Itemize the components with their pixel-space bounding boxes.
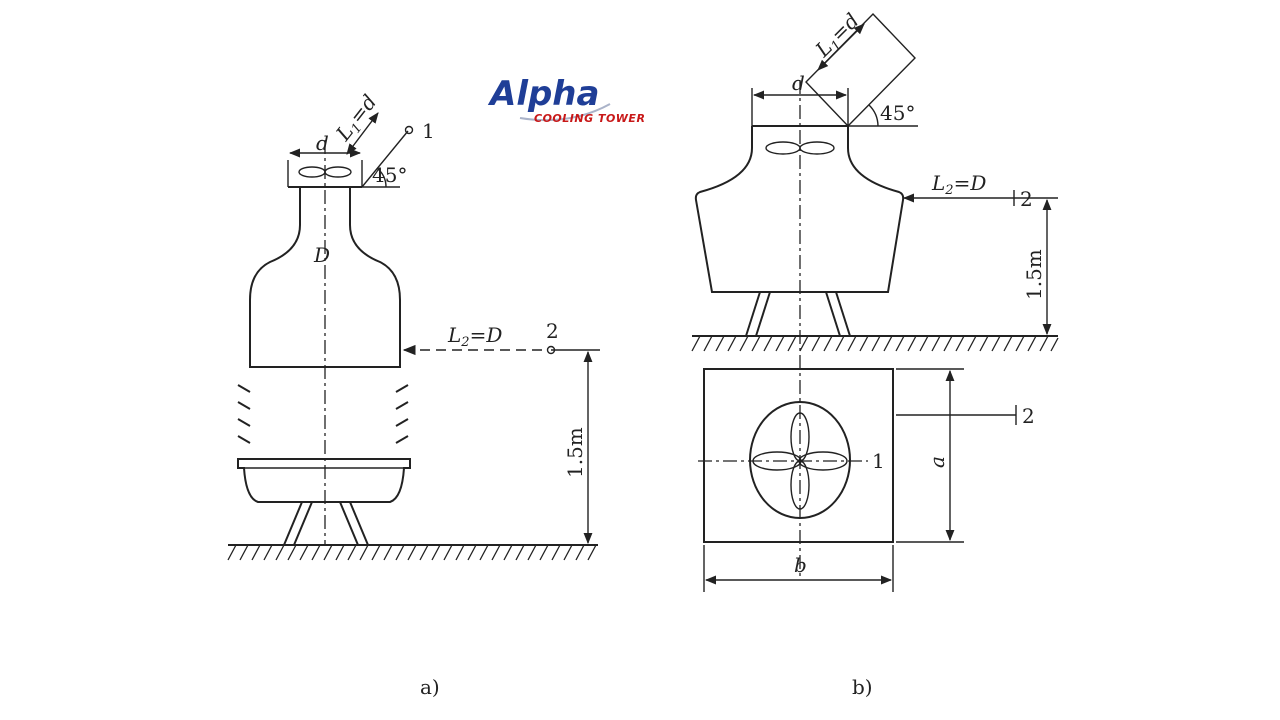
svg-text:L1=d: L1=d: [810, 8, 866, 64]
label-b-b: b: [794, 553, 807, 577]
diagram-a: d L1=d 1 45° D L2=D 2 1.5m: [227, 90, 600, 699]
basin-a: [237, 458, 411, 503]
diagram-b: d L1=d 45° L2=D 2 1.5m: [691, 8, 1059, 699]
label-L2-a: L2=D: [447, 323, 502, 350]
label-L1-a: L1=d: [330, 90, 383, 148]
plan-view-b: [703, 368, 894, 543]
logo-swoosh-icon: [519, 103, 611, 122]
label-height-a: 1.5m: [563, 427, 587, 478]
legs-b: [745, 291, 851, 337]
plan-fan-housing: [749, 401, 851, 519]
dim-L1-b: [817, 23, 865, 71]
label-point2-top-b: 2: [1020, 187, 1033, 211]
label-angle-a: 45°: [372, 163, 407, 187]
label-a-b: a: [925, 456, 949, 468]
label-L2-b: L2=D: [931, 171, 986, 198]
water-drops-a: [237, 384, 409, 444]
caption-b: b): [852, 675, 873, 699]
label-point1-plan-b: 1: [872, 449, 885, 473]
label-point2-a: 2: [546, 319, 559, 343]
logo-tagline: COOLING TOWER: [534, 112, 645, 125]
label-angle-b: 45°: [880, 101, 915, 125]
label-d-b: d: [792, 71, 805, 95]
dim-L1-a: [346, 112, 379, 155]
ground-hatch-a: [227, 544, 597, 561]
point-1-a: [404, 125, 414, 135]
label-height-b: 1.5m: [1022, 249, 1046, 300]
legs-a: [283, 501, 369, 546]
label-D-a: D: [313, 243, 330, 267]
label-point1-a: 1: [422, 119, 435, 143]
caption-a: a): [420, 675, 440, 699]
ground-hatch-b: [691, 335, 1059, 352]
label-d-a: d: [316, 131, 329, 155]
svg-text:a: a: [925, 456, 949, 468]
label-point2-plan-b: 2: [1022, 404, 1035, 428]
svg-text:1.5m: 1.5m: [1022, 249, 1046, 300]
L1-region-b: [805, 12, 916, 128]
svg-text:1.5m: 1.5m: [563, 427, 587, 478]
label-L1-b: L1=d: [810, 8, 866, 64]
logo-brand: Alpha: [487, 74, 599, 114]
alpha-logo: Alpha COOLING TOWER: [487, 74, 645, 125]
svg-text:L1=d: L1=d: [330, 90, 383, 148]
